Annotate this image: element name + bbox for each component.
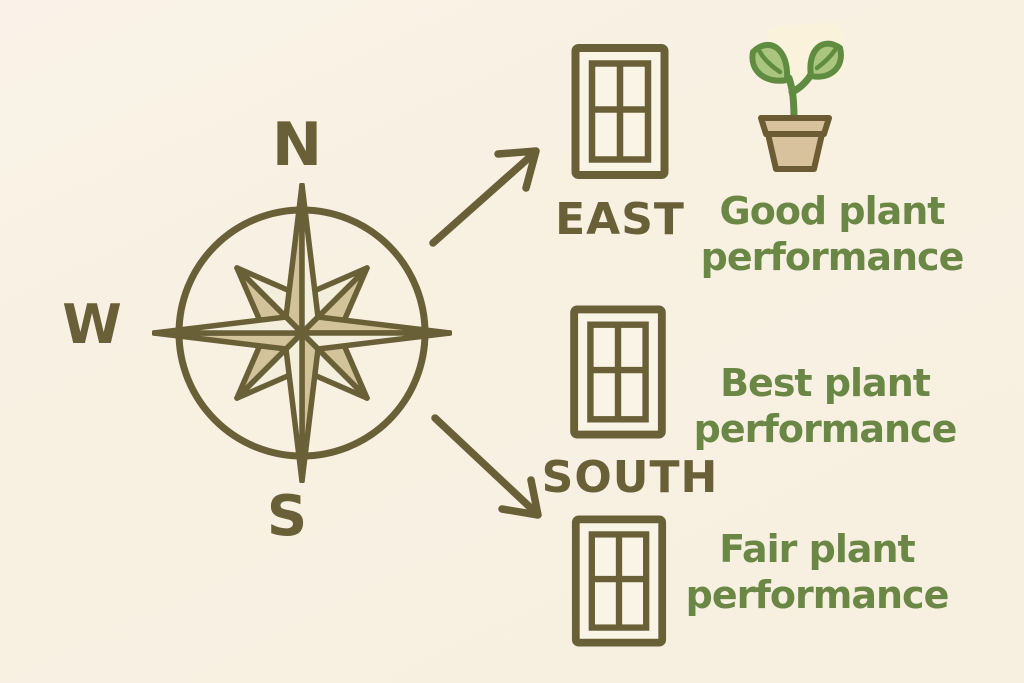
potted-plant-icon: [749, 40, 844, 172]
window-lower-icon: [571, 515, 667, 647]
compass-south-label: S: [266, 484, 308, 549]
window-east-icon: [571, 44, 669, 179]
compass-rose-icon: [152, 183, 452, 483]
outcome-east: Good plant performance: [677, 188, 987, 280]
window-east-label: EAST: [555, 194, 685, 245]
outcome-lower-line2: performance: [685, 573, 950, 617]
outcome-lower-line1: Fair plant: [719, 527, 915, 571]
outcome-east-line1: Good plant: [719, 189, 946, 233]
arrow-southeast-icon: [431, 414, 542, 519]
window-south-icon: [570, 305, 666, 439]
outcome-south: Best plant performance: [670, 360, 980, 452]
arrow-northeast-icon: [429, 147, 540, 247]
outcome-south-line2: performance: [693, 407, 958, 451]
compass-west-label: W: [62, 293, 122, 356]
compass-north-label: N: [271, 110, 323, 180]
window-south-label: SOUTH: [541, 452, 719, 503]
outcome-lower: Fair plant performance: [662, 526, 972, 618]
outcome-south-line1: Best plant: [720, 361, 931, 405]
outcome-east-line2: performance: [700, 235, 965, 279]
